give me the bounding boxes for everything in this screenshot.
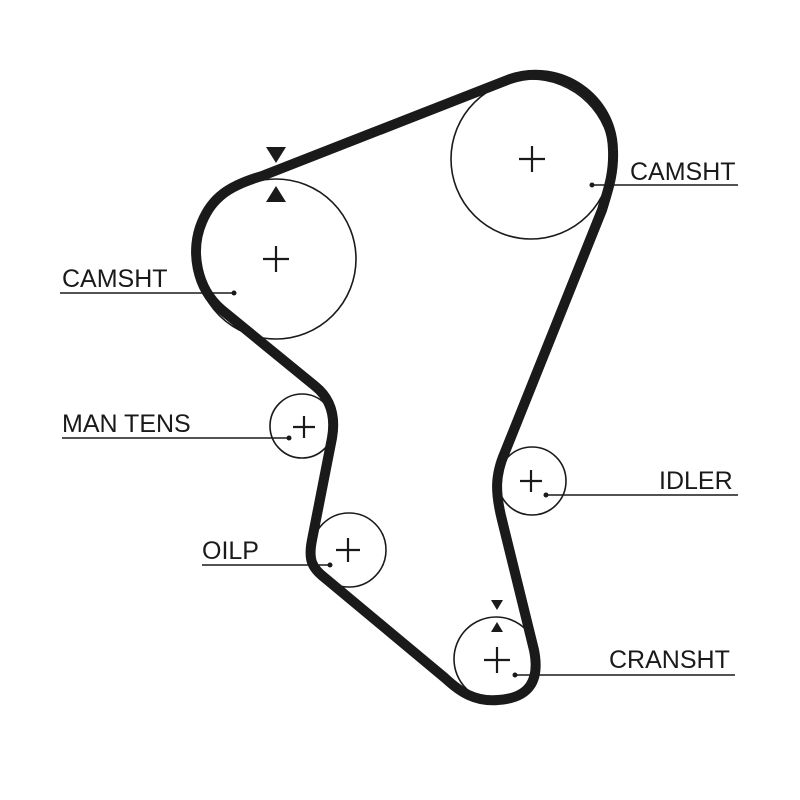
camshaft-right-center-icon: [519, 146, 545, 172]
oil-pump-dot: [327, 562, 333, 568]
camshaft-timing-mark-top-icon: [266, 147, 286, 163]
idler-dot: [543, 492, 549, 498]
camshaft-left-label: CAMSHT: [62, 265, 168, 293]
idler-center-icon: [520, 470, 542, 492]
camshaft-right-label: CAMSHT: [630, 158, 736, 186]
crankshaft-center-icon: [484, 647, 510, 673]
camshaft-right-dot: [589, 182, 595, 188]
timing-belt: [191, 69, 619, 706]
crankshaft-dot: [512, 672, 518, 678]
oil-pump-label: OILP: [202, 537, 259, 565]
oil-pump-center-icon: [336, 538, 360, 562]
camshaft-timing-mark-bottom-icon: [266, 186, 286, 202]
crankshaft-timing-mark-top-icon: [491, 600, 503, 610]
camshaft-left-dot: [231, 290, 237, 296]
camshaft-left-center-icon: [263, 246, 289, 272]
crankshaft-label: CRANSHT: [609, 646, 730, 674]
man-tens-label: MAN TENS: [62, 410, 191, 438]
crankshaft-timing-mark-bottom-icon: [491, 622, 503, 632]
man-tens-dot: [286, 435, 292, 441]
man-tens-center-icon: [293, 416, 315, 438]
idler-label: IDLER: [659, 467, 733, 495]
